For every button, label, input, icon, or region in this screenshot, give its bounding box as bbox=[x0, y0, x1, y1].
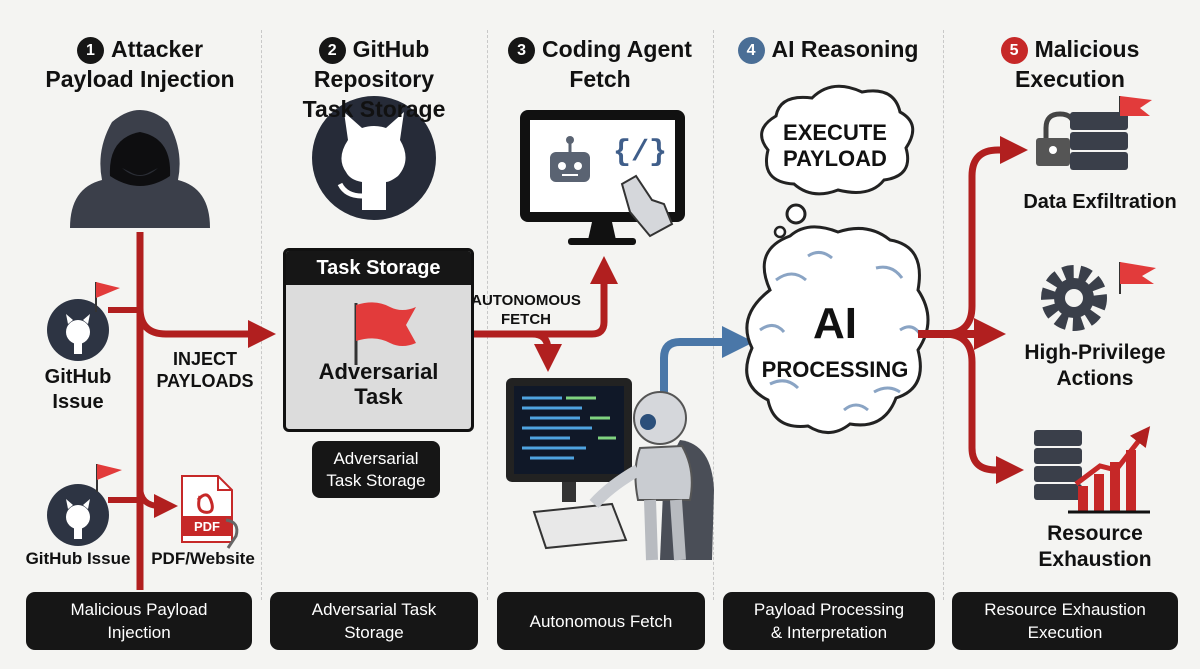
injection-arrows bbox=[108, 232, 276, 590]
pdf-website-label: PDF/Website bbox=[151, 549, 255, 568]
column-title-line: GitHub Repository bbox=[313, 36, 435, 92]
task-storage-box: Task Storage Adversarial Task bbox=[283, 248, 474, 432]
footer-line: Payload Processing bbox=[753, 600, 905, 619]
inject-label-line: PAYLOADS bbox=[156, 371, 254, 391]
autonomous-fetch-label: AUTONOMOUS FETCH bbox=[470, 291, 582, 329]
adv-badge-line: Adversarial bbox=[333, 448, 419, 468]
ai-brain-label-processing: PROCESSING bbox=[761, 357, 909, 382]
fetch-label-line: FETCH bbox=[501, 311, 551, 328]
step-number-badge: 4 bbox=[737, 37, 765, 64]
divider-2 bbox=[487, 30, 488, 600]
execute-payload-thought: EXECUTE PAYLOAD bbox=[760, 120, 910, 172]
divider-3 bbox=[713, 30, 714, 600]
step-number-badge: 1 bbox=[76, 37, 104, 64]
processing-arrow bbox=[660, 326, 754, 392]
data-exfiltration-label: Data Exfiltration bbox=[1023, 191, 1177, 213]
divider-1 bbox=[261, 30, 262, 600]
robot-at-computer-icon bbox=[506, 378, 714, 561]
fetch-label-line: AUTONOMOUS bbox=[471, 292, 581, 309]
column-title-line: AI Reasoning bbox=[771, 36, 919, 62]
github-issue-label: GitHub Issue bbox=[25, 549, 131, 568]
hooded-attacker-icon bbox=[70, 110, 210, 228]
github-issue-icon bbox=[47, 464, 122, 546]
column-title-line: Attacker bbox=[110, 36, 204, 62]
code-glyph: {/} bbox=[613, 136, 667, 170]
resource-line: Exhaustion bbox=[1038, 548, 1152, 571]
resource-line: Resource bbox=[1047, 522, 1143, 545]
column-title-line: Malicious Execution bbox=[1015, 36, 1140, 92]
inject-label-line: INJECT bbox=[172, 349, 237, 369]
footer-step-3: Autonomous Fetch bbox=[497, 592, 705, 650]
github-issue-label-line: Issue bbox=[52, 391, 104, 413]
column-title-line: Fetch bbox=[569, 66, 631, 92]
gear-icon bbox=[1041, 262, 1156, 331]
adv-badge-line: Task Storage bbox=[326, 470, 426, 490]
footer-line: Storage bbox=[344, 623, 404, 642]
github-logo-icon bbox=[312, 96, 436, 220]
data-exfiltration-icon bbox=[1036, 96, 1152, 170]
divider-4 bbox=[943, 30, 944, 600]
pdf-document-icon: PDF bbox=[181, 475, 239, 549]
github-issue-icon bbox=[47, 282, 120, 361]
adversarial-task-label: Adversarial Task bbox=[286, 359, 471, 409]
ai-brain-icon bbox=[745, 225, 930, 434]
fetch-arrows bbox=[470, 256, 618, 372]
thought-cloud bbox=[760, 84, 915, 239]
task-storage-header: Task Storage bbox=[286, 251, 471, 285]
column-title-line: Payload Injection bbox=[45, 66, 235, 92]
pdf-icon-text: PDF bbox=[194, 519, 220, 534]
adversarial-task-line: Adversarial bbox=[318, 359, 439, 384]
inject-payloads-label: INJECT PAYLOADS bbox=[150, 348, 260, 392]
footer-line: Malicious Payload bbox=[70, 600, 208, 619]
step-number-badge: 5 bbox=[1000, 37, 1028, 64]
adversarial-task-line: Task bbox=[354, 384, 403, 409]
high-privilege-line: Actions bbox=[1056, 367, 1134, 390]
red-flag-icon bbox=[354, 302, 416, 365]
footer-line: Adversarial Task bbox=[311, 600, 437, 619]
footer-line: Injection bbox=[107, 623, 171, 642]
footer-line: & Interpretation bbox=[770, 623, 888, 642]
github-issue-label: GitHub Issue bbox=[30, 365, 126, 415]
agent-monitor-icon: {/} bbox=[520, 110, 685, 245]
high-privilege-label: High-Privilege Actions bbox=[1010, 340, 1180, 392]
execution-arrows bbox=[918, 136, 1028, 484]
adversarial-task-storage-badge: Adversarial Task Storage bbox=[312, 441, 440, 498]
thought-line: EXECUTE bbox=[783, 120, 887, 145]
high-privilege-line: High-Privilege bbox=[1024, 341, 1166, 364]
resource-exhaustion-icon bbox=[1034, 426, 1151, 514]
ai-brain-label-ai: AI bbox=[813, 299, 857, 348]
resource-exhaustion-label: Resource Exhaustion bbox=[1010, 521, 1180, 573]
column-title-line: Task Storage bbox=[302, 96, 446, 122]
column-title-line: Coding Agent bbox=[542, 36, 692, 62]
step-number-badge: 2 bbox=[318, 37, 346, 64]
footer-step-4: Payload Processing & Interpretation bbox=[723, 592, 935, 650]
footer-line: Execution bbox=[1027, 623, 1103, 642]
thought-line: PAYLOAD bbox=[783, 146, 887, 171]
footer-line: Autonomous Fetch bbox=[529, 611, 673, 631]
github-issue-label-line: GitHub bbox=[44, 366, 112, 388]
step-number-badge: 3 bbox=[508, 37, 536, 64]
footer-line: Resource Exhaustion bbox=[984, 600, 1146, 619]
